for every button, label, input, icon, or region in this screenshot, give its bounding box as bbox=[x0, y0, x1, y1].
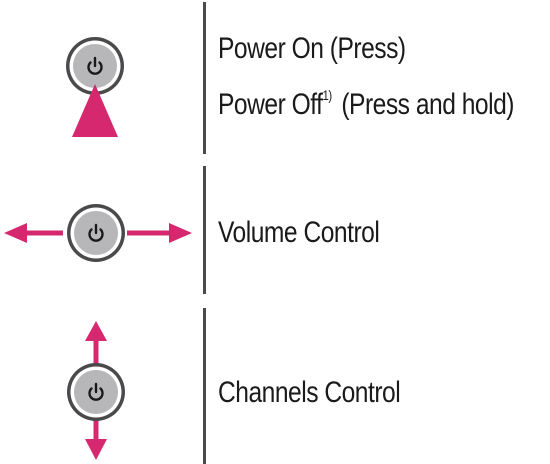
power-off-label: Power Off1) (Press and hold) bbox=[218, 87, 514, 122]
power-row: Power On (Press) Power Off1) (Press and … bbox=[0, 0, 550, 160]
channels-diagram bbox=[67, 321, 125, 460]
up-arrow bbox=[85, 321, 107, 364]
volume-diagram bbox=[4, 204, 192, 262]
power-off-hint: (Press and hold) bbox=[341, 88, 514, 121]
power-press-diagram bbox=[66, 37, 124, 137]
power-icon bbox=[88, 223, 104, 242]
power-icon bbox=[87, 56, 103, 75]
volume-row: Volume Control bbox=[0, 160, 550, 300]
divider bbox=[203, 308, 206, 464]
channels-label: Channels Control bbox=[218, 376, 401, 409]
press-up-arrow bbox=[72, 84, 118, 137]
left-arrow bbox=[4, 223, 63, 243]
right-arrow bbox=[127, 223, 192, 243]
channels-row: Channels Control bbox=[0, 300, 550, 464]
power-icon bbox=[88, 382, 104, 401]
power-off-text: Power Off bbox=[218, 88, 323, 121]
divider bbox=[203, 166, 206, 294]
down-arrow bbox=[85, 418, 107, 460]
footnote-marker: 1) bbox=[322, 87, 332, 103]
divider bbox=[203, 2, 206, 154]
volume-label: Volume Control bbox=[218, 216, 380, 249]
power-on-label: Power On (Press) bbox=[218, 32, 406, 65]
